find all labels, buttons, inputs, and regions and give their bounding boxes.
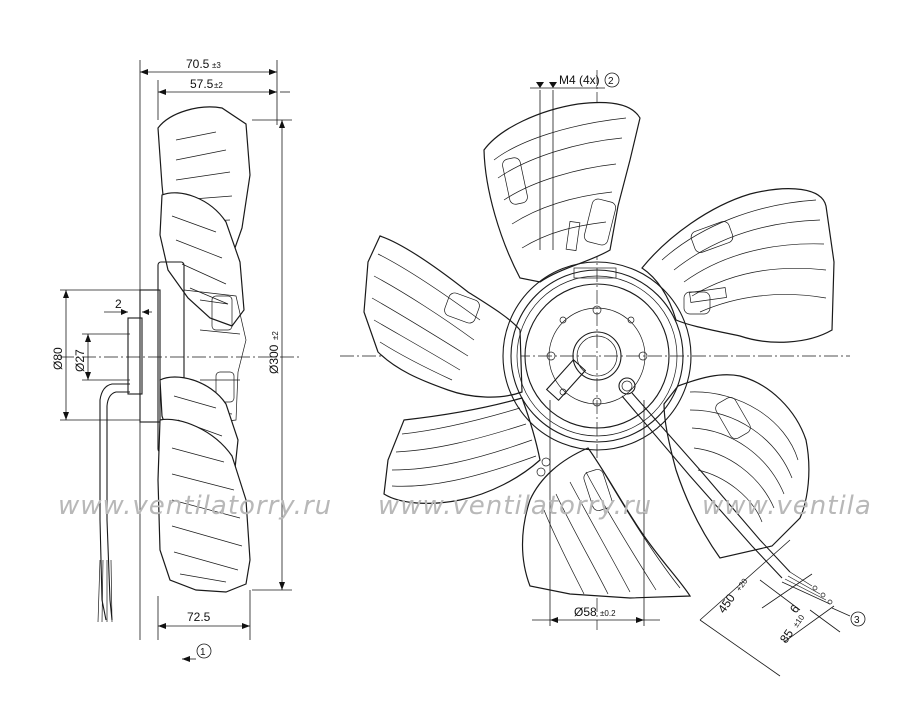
hub-text-plate — [573, 267, 617, 279]
watermark-3: www.ventila — [702, 491, 872, 521]
front-blade-bottom — [521, 447, 692, 599]
front-blade-left-lower — [383, 397, 541, 504]
screw-hole-right — [638, 351, 648, 361]
dim-wire-length: 85 — [777, 626, 796, 645]
dim-72-5: 72.5 — [187, 610, 211, 624]
front-view — [340, 70, 866, 677]
screw-hole-left — [546, 351, 556, 361]
side-cable — [99, 383, 130, 621]
dim-hub-dia: Ø58 — [574, 605, 597, 619]
front-blade-right-lower — [663, 374, 810, 559]
callout-3-circle — [850, 611, 866, 627]
front-cable — [631, 392, 791, 573]
screw-hole-top — [592, 305, 602, 315]
dim-dia-300: Ø300 — [267, 344, 281, 374]
watermark-2: www.ventilatorry.ru — [378, 491, 652, 521]
callout-3-label: 3 — [854, 615, 860, 626]
dim-2: 2 — [115, 297, 122, 311]
side-shaft-boss — [127, 317, 143, 395]
screw-label: M4 (4x) — [559, 73, 600, 87]
watermark-1: www.ventilatorry.ru — [58, 491, 332, 521]
front-blade-left — [363, 235, 523, 398]
screw-hole-bottom — [592, 397, 602, 407]
side-motor-flange — [139, 289, 161, 423]
hub-label-plate — [545, 359, 587, 401]
cable-gland — [618, 377, 636, 395]
side-blade-lower — [157, 418, 251, 593]
dim-dia-300-tol: ±2 — [271, 331, 280, 340]
front-blade-top — [483, 101, 641, 283]
callout-2-circle — [604, 72, 620, 88]
side-blade-mid-upper — [159, 192, 245, 327]
callout-1-label: 1 — [200, 647, 206, 658]
hub-outer-ring — [502, 261, 692, 451]
side-view — [60, 60, 300, 662]
dim-dia-80: Ø80 — [51, 347, 65, 370]
callout-1-circle — [196, 643, 212, 659]
front-blade-right-upper — [641, 188, 835, 343]
dim-70-5: 70.5 — [186, 57, 210, 71]
dim-57-5: 57.5 — [190, 77, 214, 91]
dim-cable-length: 450 — [715, 591, 738, 616]
dim-hub-dia-tol: ±0.2 — [600, 609, 616, 618]
callout-2-label: 2 — [608, 76, 614, 87]
dim-dia-27: Ø27 — [73, 349, 87, 372]
dim-cable-length-tol: +20 — [734, 576, 749, 593]
dim-70-5-tol: ±3 — [212, 61, 221, 70]
dim-wire-length-tol: ±10 — [791, 613, 806, 629]
hub-bore — [572, 331, 622, 381]
dim-57-5-tol: ±2 — [214, 81, 223, 90]
dim-wire-strip: 6 — [787, 602, 802, 616]
